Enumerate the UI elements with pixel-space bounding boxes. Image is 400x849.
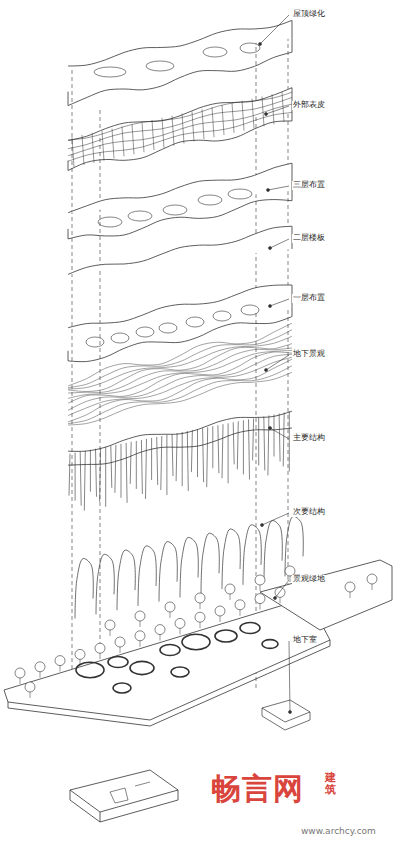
layer-label: 主要结构: [292, 434, 326, 443]
leader-dot: [269, 305, 272, 308]
leader-dot: [274, 597, 277, 600]
leader-line: [270, 428, 289, 439]
site-base: [4, 560, 392, 726]
column-layer: [68, 411, 292, 511]
contour-layer: [68, 323, 292, 425]
layer-label: 二层楼板: [292, 234, 326, 243]
layer-label: 地下景观: [292, 350, 326, 359]
guide-line: [256, 40, 257, 690]
skin-layer: [68, 88, 292, 171]
leader-dot: [267, 189, 270, 192]
layer-label: 屋顶绿化: [292, 10, 326, 19]
first-floor: [68, 285, 292, 362]
leader-line: [266, 355, 289, 370]
guide-line: [100, 110, 101, 650]
leader-line: [275, 580, 289, 598]
leader-dot: [265, 369, 268, 372]
leader-line: [270, 299, 289, 306]
watermark: www.archcy.com: [300, 827, 377, 837]
guide-line: [288, 30, 289, 600]
guide-line: [72, 70, 73, 700]
leader-line: [260, 15, 289, 44]
roof-layer: [68, 20, 292, 105]
leader-line: [289, 641, 290, 712]
watermark: 畅言网: [210, 772, 305, 805]
third-floor: [68, 163, 292, 239]
layer-label: 外部表皮: [292, 101, 326, 110]
leader-line: [268, 186, 289, 190]
leader-dot: [259, 43, 262, 46]
leader-line: [270, 239, 289, 248]
layer-label: 地下室: [292, 636, 318, 645]
watermark: 建筑: [324, 772, 337, 796]
layer-label: 一层布置: [292, 294, 326, 303]
leader-dot: [261, 524, 264, 527]
basement: [70, 700, 310, 822]
layer-label: 景观绿地: [292, 575, 326, 584]
leader-dot: [265, 113, 268, 116]
second-slab: [68, 226, 292, 274]
layer-label: 三层布置: [292, 181, 326, 190]
leader-line: [266, 106, 289, 114]
layer-label: 次要结构: [292, 508, 326, 517]
leader-dot: [269, 247, 272, 250]
secondary-structure: [75, 516, 303, 618]
leader-dot: [269, 427, 272, 430]
leader-line: [262, 513, 289, 525]
leader-dot: [289, 711, 292, 714]
